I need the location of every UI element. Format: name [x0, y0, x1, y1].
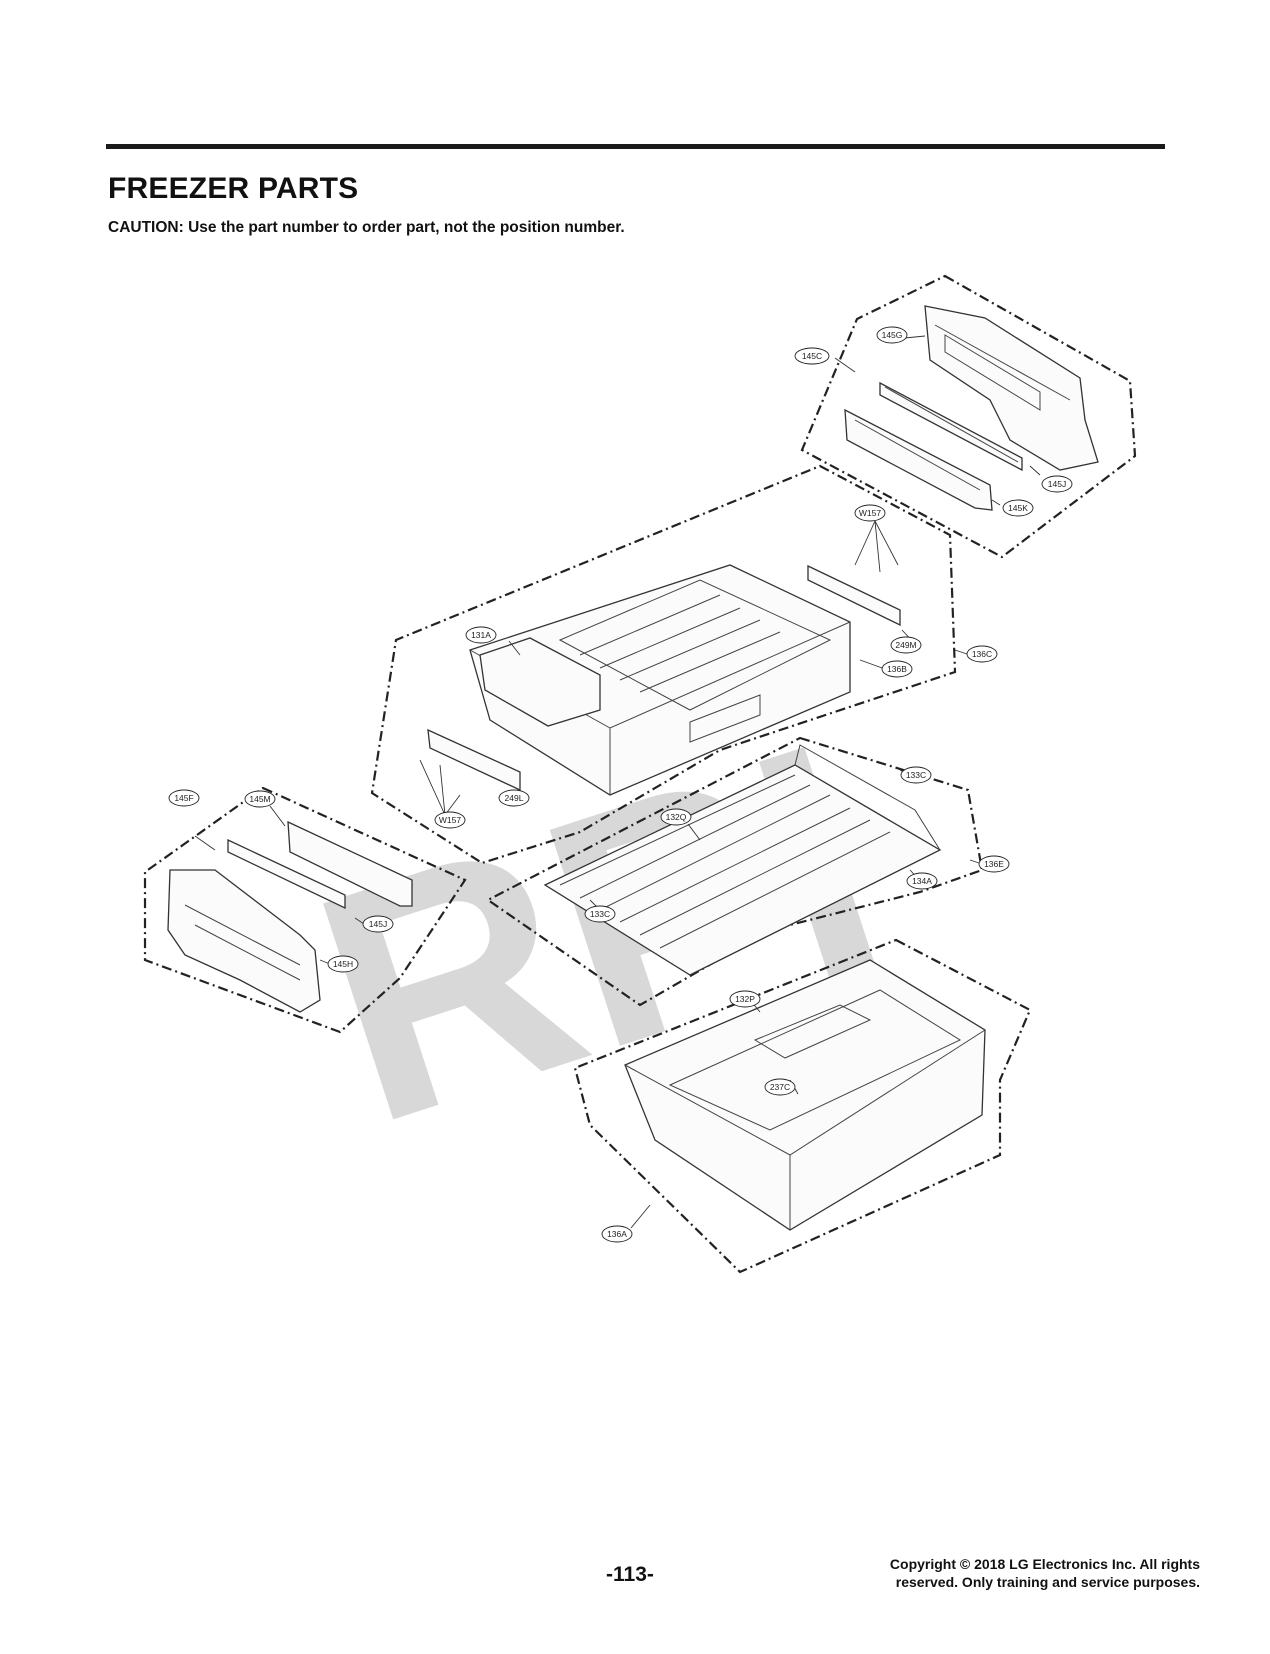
callout-145J-top: 145J: [1041, 475, 1073, 493]
callout-133C-top: 133C: [900, 766, 932, 784]
callout-136E: 136E: [978, 855, 1010, 873]
caution-note: CAUTION: Use the part number to order pa…: [108, 219, 625, 236]
callout-132Q: 132Q: [660, 808, 692, 826]
svg-text:136E: 136E: [984, 859, 1004, 869]
callout-249M: 249M: [890, 636, 922, 654]
group-outline-upper-drawer: [370, 464, 957, 865]
callout-145K: 145K: [1002, 499, 1034, 517]
part-145H-rail-cover: [167, 869, 321, 1013]
group-outline-rail-right: [800, 274, 1137, 559]
svg-text:W157: W157: [859, 508, 881, 518]
svg-text:136A: 136A: [607, 1229, 627, 1239]
svg-text:134A: 134A: [912, 876, 932, 886]
svg-text:249M: 249M: [895, 640, 916, 650]
svg-text:249L: 249L: [505, 793, 524, 803]
group-outline-tray: [485, 736, 984, 1007]
svg-text:145K: 145K: [1008, 503, 1028, 513]
svg-text:237C: 237C: [770, 1082, 790, 1092]
group-outline-lower-basket: [573, 938, 1032, 1274]
part-131A-136B-upper-drawer: [469, 564, 851, 796]
callout-134A: 134A: [906, 872, 938, 890]
header-rule: [106, 144, 1165, 149]
callout-136B: 136B: [881, 660, 913, 678]
page-title: FREEZER PARTS: [108, 172, 359, 205]
svg-text:136C: 136C: [972, 649, 992, 659]
callout-145F: 145F: [168, 789, 200, 807]
part-136A-lower-basket: [624, 959, 986, 1231]
svg-text:145J: 145J: [1048, 479, 1066, 489]
callout-W157-top: W157: [854, 504, 886, 522]
part-134A-tray: [543, 744, 942, 976]
page-number: -113-: [606, 1563, 654, 1586]
callout-145G: 145G: [876, 326, 908, 344]
svg-text:133C: 133C: [906, 770, 926, 780]
callout-145M: 145M: [244, 790, 276, 808]
svg-text:145F: 145F: [174, 793, 193, 803]
svg-text:145C: 145C: [802, 351, 822, 361]
part-145K-bracket: [844, 408, 993, 511]
part-249M-bracket: [807, 564, 901, 627]
svg-text:136B: 136B: [887, 664, 907, 674]
callout-136A: 136A: [601, 1225, 633, 1243]
svg-text:132P: 132P: [735, 994, 755, 1004]
part-145J-rail: [879, 381, 1023, 472]
part-145G-rail-cover: [924, 305, 1099, 471]
svg-text:133C: 133C: [590, 909, 610, 919]
copyright-notice: Copyright © 2018 LG Electronics Inc. All…: [890, 1555, 1200, 1591]
part-145M-rail: [227, 838, 346, 910]
callout-W157-left: W157: [434, 811, 466, 829]
callout-249L: 249L: [498, 789, 530, 807]
callout-136C: 136C: [966, 645, 998, 663]
svg-text:132Q: 132Q: [666, 812, 687, 822]
callout-131A: 131A: [465, 626, 497, 644]
callout-133C-bottom: 133C: [584, 905, 616, 923]
copyright-line-2: reserved. Only training and service purp…: [895, 1574, 1200, 1590]
copyright-line-1: Copyright © 2018 LG Electronics Inc. All…: [889, 1556, 1200, 1572]
svg-text:145G: 145G: [882, 330, 903, 340]
callout-145C: 145C: [794, 347, 830, 365]
callout-132P: 132P: [729, 990, 761, 1008]
svg-text:145J: 145J: [369, 919, 387, 929]
svg-text:145H: 145H: [333, 959, 353, 969]
callout-145J-left: 145J: [362, 915, 394, 933]
part-145J-left-bracket: [287, 820, 413, 907]
svg-text:131A: 131A: [471, 630, 491, 640]
svg-text:145M: 145M: [249, 794, 270, 804]
callout-145H: 145H: [327, 955, 359, 973]
group-outline-rail-left: [143, 786, 467, 1034]
callout-237C: 237C: [764, 1078, 796, 1096]
part-249L-bracket: [427, 728, 521, 792]
svg-text:W157: W157: [439, 815, 461, 825]
